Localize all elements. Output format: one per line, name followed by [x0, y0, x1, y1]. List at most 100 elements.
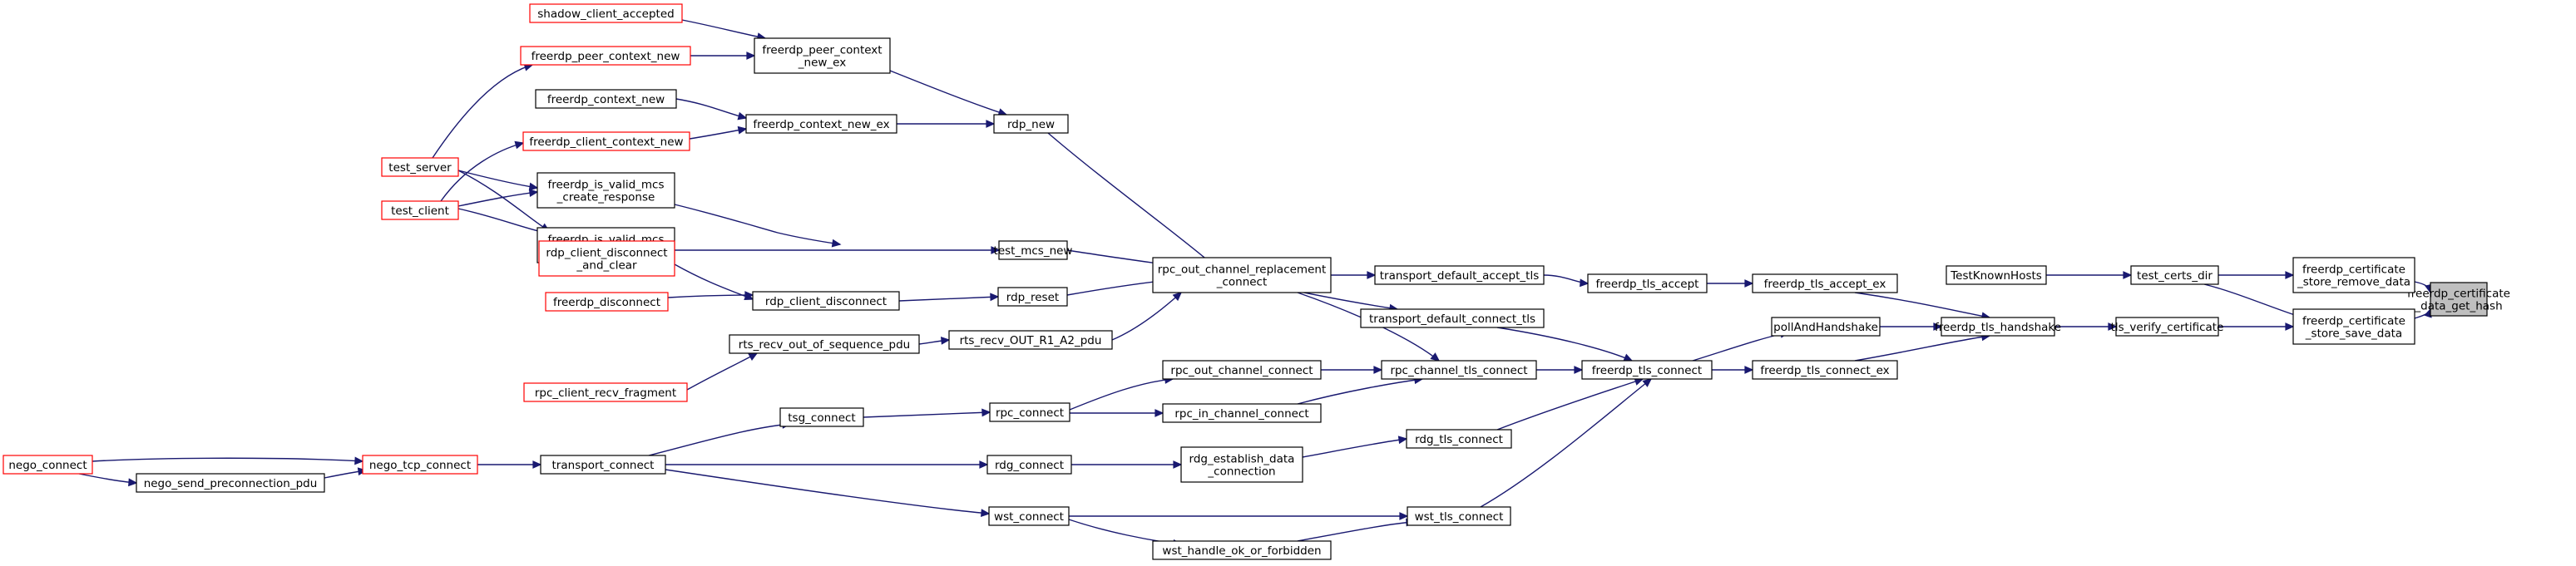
edge-arrowhead [528, 189, 539, 197]
node-transport-default-connect-tls[interactable]: transport_default_connect_tls [1360, 308, 1545, 328]
edge-n11-to-n9 [1712, 366, 1754, 374]
node-rdp-client-disconnect-and-clear[interactable]: rdp_client_disconnect_and_clear [538, 240, 675, 277]
node-label: rdg_tls_connect [1415, 433, 1503, 446]
node-freerdp-tls-accept-ex[interactable]: freerdp_tls_accept_ex [1752, 273, 1898, 293]
edge-n49-to-n47 [91, 456, 364, 465]
edge-arrowhead [1172, 292, 1183, 302]
node-label: rpc_channel_tls_connect [1390, 364, 1527, 377]
edge-arrowhead [1744, 279, 1754, 288]
node-label: nego_tcp_connect [369, 459, 471, 472]
node-label: rdp_reset [1006, 291, 1059, 304]
edge-n22-to-n16 [1297, 518, 1416, 542]
node-label: _store_remove_data [2297, 276, 2410, 289]
edge-line [457, 170, 550, 232]
node-freerdp-context-new[interactable]: freerdp_context_new [535, 89, 677, 109]
edge-n20-to-n14 [1297, 376, 1424, 405]
edge-n3-to-n1 [2218, 271, 2295, 279]
edge-n2-to-n0 [2414, 308, 2432, 319]
node-test-client[interactable]: test_client [381, 200, 459, 220]
node-rts-recv-out-r1-a2-pdu[interactable]: rts_recv_OUT_R1_A2_pdu [948, 330, 1113, 350]
node-label: freerdp_is_valid_mcs [547, 179, 664, 192]
edge-n44-to-n39 [440, 140, 525, 202]
node-box [1360, 308, 1545, 328]
edge-line [898, 296, 999, 302]
node-wst-tls-connect[interactable]: wst_tls_connect [1407, 506, 1511, 526]
edge-arrowhead [1155, 409, 1164, 417]
node-box [1381, 360, 1537, 380]
node-rpc-connect[interactable]: rpc_connect [989, 402, 1070, 422]
node-rpc-client-recv-fragment[interactable]: rpc_client_recv_fragment [523, 382, 688, 402]
node-label: _store_save_data [2305, 327, 2402, 341]
node-label: freerdp_tls_handshake [1935, 321, 2061, 334]
node-box [993, 114, 1069, 134]
node-label: shadow_client_accepted [537, 7, 674, 21]
node-test-certs-dir[interactable]: test_certs_dir [2130, 265, 2219, 285]
node-box [752, 291, 900, 311]
node-pollandhandshake[interactable]: pollAndHandshake [1771, 317, 1881, 337]
node-testknownhosts[interactable]: TestKnownHosts [1946, 265, 2047, 285]
edge-arrowhead [1580, 278, 1590, 288]
edge-n12-to-n10 [1543, 274, 1590, 288]
node-freerdp-tls-handshake[interactable]: freerdp_tls_handshake [1935, 317, 2061, 337]
node-rpc-channel-tls-connect[interactable]: rpc_channel_tls_connect [1381, 360, 1537, 380]
node-box [529, 3, 683, 23]
node-label: test_mcs_new [994, 244, 1073, 258]
node-freerdp-peer-context-new[interactable]: freerdp_peer_context_new [520, 46, 691, 66]
node-rpc-in-channel-connect[interactable]: rpc_in_channel_connect [1162, 403, 1322, 423]
node-test-server[interactable]: test_server [381, 157, 459, 177]
node-wst-connect[interactable]: wst_connect [988, 506, 1070, 526]
node-rpc-out-channel-connect[interactable]: rpc_out_channel_connect [1162, 360, 1322, 380]
edge-arrowhead [2285, 271, 2295, 279]
node-freerdp-is-valid-mcs-create-response[interactable]: freerdp_is_valid_mcs_create_response [536, 172, 675, 209]
node-box [1752, 360, 1898, 380]
node-freerdp-peer-context-new-ex[interactable]: freerdp_peer_context_new_ex [754, 37, 891, 74]
node-freerdp-tls-connect-ex[interactable]: freerdp_tls_connect_ex [1752, 360, 1898, 380]
edge-line [1692, 332, 1789, 362]
node-label: freerdp_context_new [547, 93, 665, 106]
edge-arrowhead [748, 352, 759, 361]
edge-arrowhead [831, 239, 842, 248]
node-tls-verify-certificate[interactable]: tls_verify_certificate [2111, 317, 2224, 337]
node-freerdp-context-new-ex[interactable]: freerdp_context_new_ex [745, 114, 897, 134]
node-test-mcs-new[interactable]: test_mcs_new [994, 240, 1073, 260]
edge-line [667, 294, 754, 298]
node-label: freerdp_tls_accept [1596, 278, 1699, 291]
node-transport-default-accept-tls[interactable]: transport_default_accept_tls [1374, 265, 1545, 285]
node-label: nego_connect [8, 459, 87, 472]
node-shadow-client-accepted[interactable]: shadow_client_accepted [529, 3, 683, 23]
node-freerdp-client-context-new[interactable]: freerdp_client_context_new [522, 131, 690, 151]
node-nego-tcp-connect[interactable]: nego_tcp_connect [362, 455, 478, 475]
node-rdg-tls-connect[interactable]: rdg_tls_connect [1406, 429, 1512, 449]
node-label: wst_handle_ok_or_forbidden [1162, 544, 1321, 558]
node-freerdp-disconnect[interactable]: freerdp_disconnect [545, 292, 669, 312]
node-label: freerdp_tls_connect_ex [1760, 364, 1889, 377]
node-box [2292, 308, 2415, 345]
node-rdg-connect[interactable]: rdg_connect [986, 455, 1072, 475]
node-rdg-establish-data-connection[interactable]: rdg_establish_data_connection [1180, 446, 1303, 483]
edge-n39-to-n30 [689, 126, 748, 140]
edge-arrowhead [991, 246, 1001, 254]
edge-arrowhead [532, 460, 542, 469]
node-label: rdg_connect [995, 459, 1064, 472]
node-wst-handle-ok-or-forbidden[interactable]: wst_handle_ok_or_forbidden [1152, 540, 1332, 560]
node-rpc-out-channel-replacement-connect[interactable]: rpc_out_channel_replacement_connect [1152, 257, 1332, 293]
edge-line [689, 128, 747, 140]
node-freerdp-tls-accept[interactable]: freerdp_tls_accept [1587, 273, 1708, 293]
node-rdp-new[interactable]: rdp_new [993, 114, 1069, 134]
node-freerdp-certificate-store-remove-data[interactable]: freerdp_certificate_store_remove_data [2292, 257, 2415, 293]
node-label: transport_connect [552, 459, 655, 472]
node-label: tsg_connect [788, 411, 855, 425]
node-freerdp-tls-connect[interactable]: freerdp_tls_connect [1581, 360, 1713, 380]
node-transport-connect[interactable]: transport_connect [540, 455, 666, 475]
node-freerdp-certificate-store-save-data[interactable]: freerdp_certificate_store_save_data [2292, 308, 2415, 345]
node-rdp-client-disconnect[interactable]: rdp_client_disconnect [752, 291, 900, 311]
node-label: _new_ex [798, 57, 846, 70]
node-rdp-reset[interactable]: rdp_reset [997, 287, 1068, 307]
node-rts-recv-out-of-sequence-pdu[interactable]: rts_recv_out_of_sequence_pdu [729, 334, 920, 354]
node-label: rts_recv_out_of_sequence_pdu [739, 338, 910, 352]
edge-line [1854, 335, 1990, 362]
node-nego-connect[interactable]: nego_connect [2, 455, 93, 475]
node-tsg-connect[interactable]: tsg_connect [779, 407, 864, 427]
node-nego-send-preconnection-pdu[interactable]: nego_send_preconnection_pdu [136, 473, 325, 493]
edge-n21-to-n15 [1302, 436, 1408, 458]
